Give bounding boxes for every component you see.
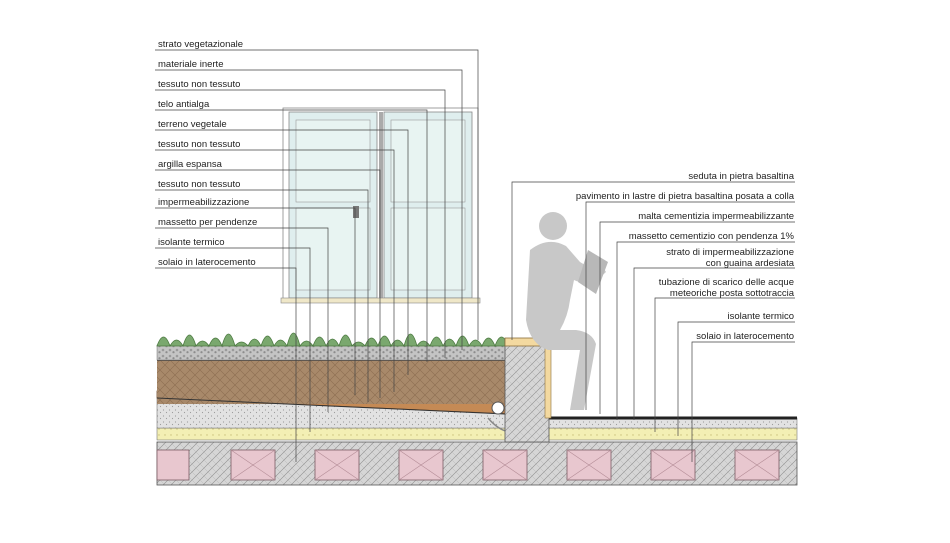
left-labels: strato vegetazionale materiale inerte tess…	[158, 39, 257, 268]
left-label: terreno vegetale	[158, 119, 227, 130]
right-label: tubazione di scarico delle acque	[659, 277, 794, 288]
drain-pipe	[491, 401, 505, 415]
brick-hatch	[230, 449, 276, 481]
left-leader-lines	[155, 49, 479, 462]
brick-hatch	[398, 449, 444, 481]
right-label: meteoriche posta sottotraccia	[670, 288, 795, 299]
right-label: malta cementizia impermeabilizzante	[638, 211, 794, 222]
window	[280, 107, 481, 304]
insulation-layer-left	[156, 427, 513, 441]
right-leader-lines	[511, 181, 795, 462]
right-label: solaio in laterocemento	[696, 331, 794, 342]
left-label: tessuto non tessuto	[158, 179, 240, 190]
insulation-layer-right	[511, 427, 798, 441]
right-label: massetto cementizio con pendenza 1%	[629, 231, 795, 242]
brick-hatch	[734, 449, 780, 481]
left-label: telo antialga	[158, 99, 210, 110]
vegetation-layer	[156, 332, 509, 348]
brick-hatch	[650, 449, 696, 481]
right-labels: seduta in pietra basaltina pavimento in l…	[576, 171, 795, 342]
brick-hatch	[482, 449, 528, 481]
right-label: isolante termico	[727, 311, 794, 322]
concrete-upstand	[504, 339, 550, 443]
brick-hatch	[314, 449, 360, 481]
left-label: materiale inerte	[158, 59, 223, 70]
left-label: argilla espansa	[158, 159, 223, 170]
green-roof-section	[156, 332, 513, 441]
brick	[156, 449, 190, 481]
left-label: solaio in laterocemento	[158, 257, 256, 268]
left-label: massetto per pendenze	[158, 217, 257, 228]
right-label: seduta in pietra basaltina	[688, 171, 794, 182]
left-label: tessuto non tessuto	[158, 139, 240, 150]
right-label: con guaina ardesiata	[706, 258, 795, 269]
left-label: isolante termico	[158, 237, 225, 248]
left-label: tessuto non tessuto	[158, 79, 240, 90]
left-label: strato vegetazionale	[158, 39, 243, 50]
right-label: pavimento in lastre di pietra basaltina …	[576, 191, 795, 202]
brick-hatch	[566, 449, 612, 481]
right-label: strato di impermeabilizzazione	[666, 247, 794, 258]
soil-layer	[157, 360, 512, 404]
brick-row	[156, 449, 780, 481]
gravel-layer	[156, 344, 508, 361]
left-label: impermeabilizzazione	[158, 197, 249, 208]
